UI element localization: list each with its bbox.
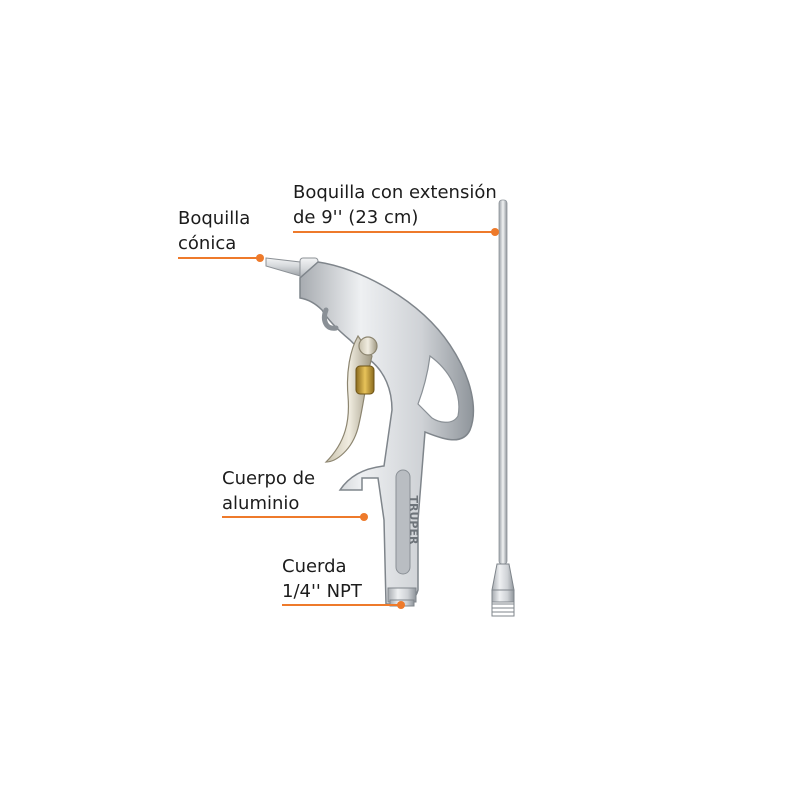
extension-nozzle-rod — [491, 199, 515, 617]
callout-thread: Cuerda 1/4'' NPT — [282, 554, 362, 604]
leader-line-thread — [282, 604, 400, 606]
trigger-lever — [324, 334, 378, 463]
brass-valve — [355, 365, 375, 395]
callout-thread-line2: 1/4'' NPT — [282, 581, 362, 602]
callout-aluminum-body-line2: aluminio — [222, 493, 300, 514]
brand-mark: TRUPER — [407, 496, 420, 545]
callout-extension-nozzle-line2: de 9'' (23 cm) — [293, 207, 419, 228]
callout-extension-nozzle-line1: Boquilla con extensión — [293, 182, 497, 203]
leader-line-conical-nozzle — [178, 257, 258, 259]
callout-aluminum-body-line1: Cuerpo de — [222, 468, 316, 489]
leader-dot-conical-nozzle — [256, 254, 264, 262]
callout-conical-nozzle-line2: cónica — [178, 233, 237, 254]
leader-line-aluminum-body — [222, 516, 362, 518]
leader-line-extension-nozzle — [293, 231, 493, 233]
callout-thread-line1: Cuerda — [282, 556, 347, 577]
leader-dot-extension-nozzle — [491, 228, 499, 236]
callout-conical-nozzle-line1: Boquilla — [178, 208, 251, 229]
callout-aluminum-body: Cuerpo de aluminio — [222, 466, 315, 516]
callout-extension-nozzle: Boquilla con extensión de 9'' (23 cm) — [293, 180, 497, 230]
callout-conical-nozzle: Boquilla cónica — [178, 206, 250, 256]
aluminum-gun-body — [299, 261, 475, 605]
leader-dot-aluminum-body — [360, 513, 368, 521]
leader-dot-thread — [397, 601, 405, 609]
